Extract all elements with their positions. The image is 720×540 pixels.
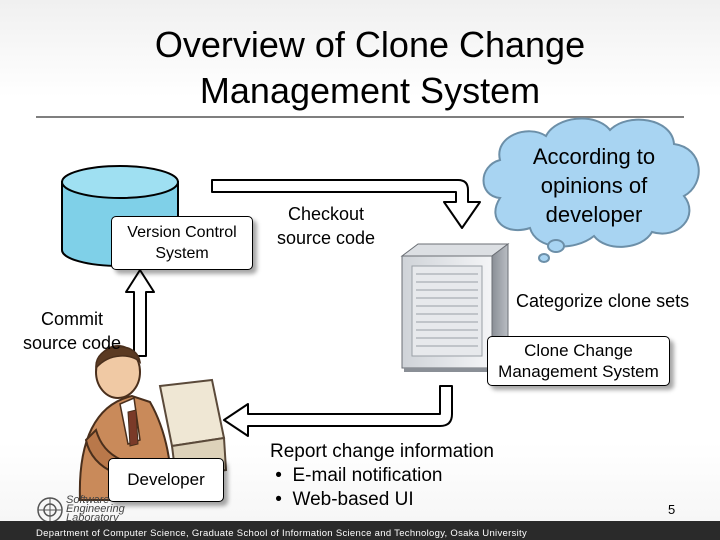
report-bullet-2-text: Web-based UI: [292, 489, 414, 510]
report-bullet-1: • E-mail notification: [270, 464, 494, 488]
cloud-line-3: developer: [545, 202, 643, 227]
clone-change-management-system-label: Clone Change Management System: [487, 336, 670, 386]
vcs-line-1: Version Control: [127, 224, 237, 241]
vcs-line-2: System: [155, 245, 209, 262]
commit-label: Commit source code: [14, 307, 130, 355]
logo-line-3: Laboratory: [66, 512, 119, 524]
cloud-line-1: According to: [532, 144, 656, 169]
report-heading: Report change information: [270, 441, 494, 462]
report-bullet-1-text: E-mail notification: [292, 465, 443, 486]
lab-logo-text: Software Engineering Laboratory: [66, 494, 125, 524]
report-bullet-2: • Web-based UI: [270, 488, 494, 512]
checkout-line-2: source code: [276, 228, 376, 248]
lab-logo-icon: [37, 497, 63, 523]
footer-bar: [0, 521, 720, 540]
footer-text: Department of Computer Science, Graduate…: [36, 528, 528, 539]
page-number: 5: [668, 502, 676, 517]
checkout-arrow: [211, 179, 481, 229]
developer-label: Developer: [108, 458, 224, 502]
title-divider: [36, 116, 684, 118]
commit-arrow: [125, 269, 155, 357]
version-control-system-label: Version Control System: [111, 216, 253, 270]
slide-title: Overview of Clone Change Management Syst…: [60, 22, 680, 114]
checkout-label: Checkout source code: [270, 202, 382, 250]
thought-cloud-icon: [482, 117, 700, 263]
ccms-line-2: Management System: [498, 362, 659, 381]
cloud-line-2: opinions of: [540, 173, 648, 198]
slide-title-line-1: Overview of Clone Change: [154, 24, 586, 65]
cloud-text: According to opinions of developer: [496, 142, 692, 229]
bullet-glyph: •: [275, 489, 282, 510]
report-label: Report change information • E-mail notif…: [270, 440, 494, 512]
categorize-label: Categorize clone sets: [516, 291, 690, 311]
report-arrow: [223, 385, 453, 437]
checkout-line-1: Checkout: [287, 204, 365, 224]
bullet-glyph: •: [275, 465, 282, 486]
slide-title-line-2: Management System: [199, 70, 541, 111]
ccms-line-1: Clone Change: [524, 341, 633, 360]
commit-line-2: source code: [22, 333, 122, 353]
logo-line-1: Software: [66, 494, 110, 506]
logo-line-2: Engineering: [66, 503, 125, 515]
server-icon: [400, 243, 510, 372]
commit-line-1: Commit: [41, 309, 103, 329]
